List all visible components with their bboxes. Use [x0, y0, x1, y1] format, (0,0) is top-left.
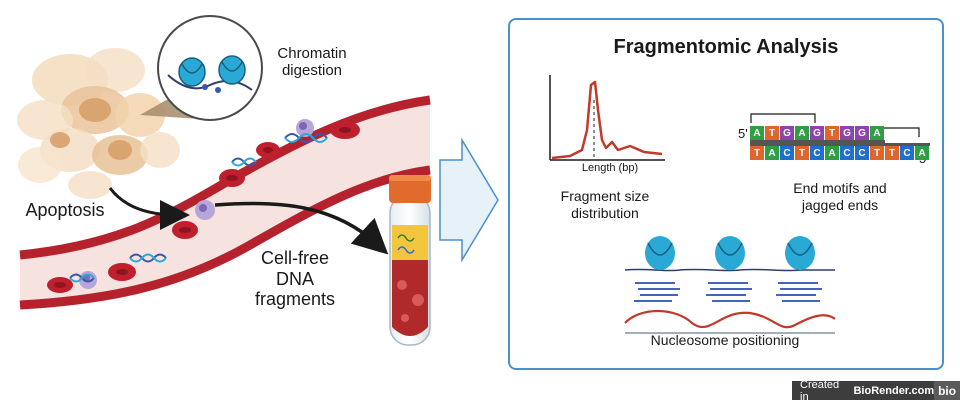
- fragmentomic-analysis-panel: Fragmentomic Analysis Length (bp) Fragme…: [508, 18, 944, 370]
- nucleosome-positioning-caption: Nucleosome positioning: [650, 332, 800, 348]
- coverage-curve: [624, 310, 836, 329]
- dna-fragment-icon: [284, 133, 328, 143]
- dna-base-block: G: [780, 126, 794, 140]
- dna-base-block: A: [915, 146, 929, 160]
- motif-top-prime: 5': [738, 126, 748, 141]
- fragment-size-plot: [549, 75, 665, 161]
- nucleosome-icon: [785, 236, 815, 270]
- dna-base-block: C: [900, 146, 914, 160]
- dna-base-block: A: [795, 126, 809, 140]
- collection-arrow: [214, 201, 389, 255]
- red-blood-cell-icon: [108, 263, 136, 281]
- dna-fragment-icon: [129, 253, 167, 263]
- motif-bracket-bottom: [880, 127, 920, 137]
- dna-base-block: G: [810, 126, 824, 140]
- white-blood-cell-icon: [296, 119, 314, 137]
- biorender-credit-badge[interactable]: Created in BioRender.com bio: [792, 378, 960, 403]
- red-blood-cell-icon: [172, 221, 198, 239]
- dna-base-block: G: [855, 126, 869, 140]
- chromatin-digestion-label: Chromatin digestion: [277, 45, 347, 80]
- red-blood-cell-icon: [219, 169, 245, 187]
- size-distribution-curve: [551, 80, 663, 160]
- credit-brand: BioRender.com: [853, 384, 935, 397]
- nucleosome-positioning-diagram: [624, 236, 836, 334]
- size-plot-xlabel: Length (bp): [581, 162, 639, 174]
- motif-bracket-top: [750, 113, 816, 123]
- dna-base-block: T: [870, 146, 884, 160]
- dna-base-block: T: [750, 146, 764, 160]
- nucleosome-icon: [715, 236, 745, 270]
- blood-collection-tube-icon: [389, 175, 431, 346]
- dna-base-block: A: [765, 146, 779, 160]
- size-distribution-caption: Fragment size distribution: [560, 188, 650, 221]
- dna-fragment-icon: [69, 273, 95, 283]
- red-blood-cell-icon: [330, 121, 360, 139]
- biorender-logo-icon: bio: [934, 381, 960, 400]
- nucleosome-icon: [178, 57, 206, 87]
- dna-fragment-icon: [231, 157, 257, 167]
- dna-base-block: T: [795, 146, 809, 160]
- panel-title: Fragmentomic Analysis: [613, 36, 839, 58]
- dna-base-block: C: [855, 146, 869, 160]
- dna-base-block: A: [750, 126, 764, 140]
- white-blood-cell-icon: [195, 200, 215, 220]
- nucleosome-icon: [645, 236, 675, 270]
- dna-base-block: C: [840, 146, 854, 160]
- dna-base-block: A: [825, 146, 839, 160]
- dna-base-block: T: [885, 146, 899, 160]
- red-blood-cell-icon: [47, 277, 73, 293]
- nucleosome-icon: [218, 55, 246, 85]
- dna-base-block: T: [825, 126, 839, 140]
- apoptosis-label: Apoptosis: [25, 200, 105, 220]
- apoptotic-cell-cluster-icon: [17, 48, 180, 199]
- dna-base-block: A: [870, 126, 884, 140]
- flow-arrow: [439, 137, 499, 263]
- dna-base-block: T: [765, 126, 779, 140]
- end-motifs-caption: End motifs and jagged ends: [793, 180, 887, 213]
- sequencing-reads: [634, 282, 822, 302]
- dna-base-block: C: [780, 146, 794, 160]
- dna-base-block: G: [840, 126, 854, 140]
- dna-base-block: C: [810, 146, 824, 160]
- apoptosis-arrow: [108, 187, 190, 230]
- red-blood-cell-icon: [256, 142, 280, 158]
- chromatin-zoom-circle: [157, 15, 263, 121]
- cfdna-fragments-label: Cell-free DNA fragments: [254, 248, 336, 310]
- credit-prefix: Created in: [800, 378, 840, 403]
